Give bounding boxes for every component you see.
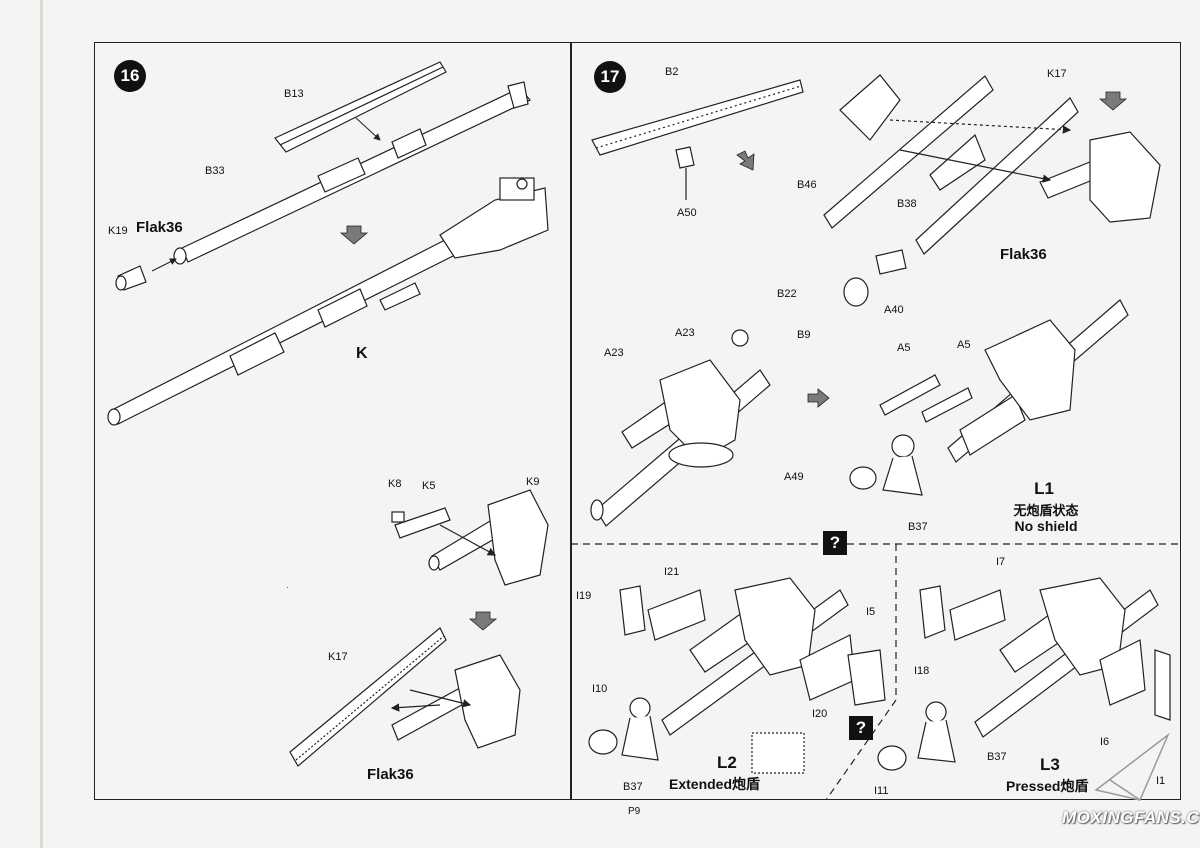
step17-flak36-note: Flak36 [1000, 246, 1047, 263]
l2-code: L2 [717, 753, 737, 772]
watermark-plane-icon [1094, 732, 1170, 801]
step16-arrows [151, 117, 381, 272]
step17-down-arrow [1098, 91, 1128, 111]
option-dividers [571, 543, 1181, 801]
unknown-option-marker-bottom: ? [849, 716, 873, 740]
part-label-a23-left: A23 [604, 347, 624, 359]
watermark-text: MOXINGFANS.COM [1062, 808, 1200, 827]
unknown-option-marker-top: ? [823, 531, 847, 555]
part-label-a40: A40 [884, 304, 904, 316]
page-number: P9 [628, 806, 641, 817]
part-label-k17-step17: K17 [1047, 68, 1067, 80]
l1-caption-en: No shield [1014, 518, 1078, 534]
part-label-a50: A50 [677, 207, 697, 219]
step16-k19-muzzle [115, 265, 147, 291]
part-label-b9: B9 [797, 329, 811, 341]
step17-carriage [823, 74, 1161, 307]
part-label-i19: I19 [576, 590, 592, 602]
part-label-k: K [356, 345, 368, 362]
l3-code: L3 [1040, 755, 1060, 774]
step17-b2-a50 [591, 79, 804, 200]
part-label-i5: I5 [866, 606, 876, 618]
l1-caption-cn: 无炮盾状态 [1013, 503, 1079, 518]
option-l3-assembly [877, 577, 1171, 771]
part-label-a49: A49 [784, 471, 804, 483]
step16-b13-cover [274, 61, 447, 153]
l2-caption: Extended炮盾 [669, 776, 761, 792]
l3-caption: Pressed炮盾 [1006, 778, 1089, 794]
part-label-b22: B22 [777, 288, 797, 300]
part-label-i10: I10 [592, 683, 608, 695]
part-label-b37-l2: B37 [623, 781, 643, 793]
instruction-frame [94, 42, 1181, 800]
part-label-i21: I21 [664, 566, 680, 578]
part-label-i18: I18 [914, 665, 930, 677]
step-16-number: 16 [114, 60, 146, 92]
part-label-b37-step17: B37 [908, 521, 928, 533]
part-label-b38: B38 [897, 198, 917, 210]
step-17-number: 17 [594, 61, 626, 93]
step17-assembled-right [849, 299, 1129, 496]
part-label-k17-step16: K17 [328, 651, 348, 663]
part-label-b13: B13 [284, 88, 304, 100]
part-label-b46: B46 [797, 179, 817, 191]
part-label-a5-right: A5 [957, 339, 971, 351]
step16-down-arrow [339, 225, 369, 245]
step16-down-arrow-2 [468, 611, 498, 631]
part-label-a5-left: A5 [897, 342, 911, 354]
step16-barrel-b33 [173, 81, 531, 265]
part-label-a23-top: A23 [675, 327, 695, 339]
step16-caption: Flak36 [367, 766, 414, 783]
step17-right-arrow [807, 388, 830, 408]
l1-code: L1 [1034, 479, 1054, 498]
part-label-b37-l3: B37 [987, 751, 1007, 763]
step16-k17-rail [289, 627, 521, 767]
step16-stray-mark: · [286, 582, 289, 592]
option-l2-assembly [588, 577, 886, 774]
part-label-i7: I7 [996, 556, 1006, 568]
part-label-i1: I1 [1156, 775, 1166, 787]
part-label-k5: K5 [422, 480, 436, 492]
part-label-b33: B33 [205, 165, 225, 177]
step16-barrel-k [107, 177, 549, 426]
step17-assembled-left [590, 329, 771, 527]
step17-arrow-a [736, 150, 755, 171]
k19-variant-note: Flak36 [136, 219, 183, 236]
page-binding-edge [40, 0, 43, 848]
part-label-k8: K8 [388, 478, 402, 490]
part-label-i20: I20 [812, 708, 828, 720]
step-divider [570, 42, 572, 800]
part-label-i11: I11 [874, 785, 889, 797]
part-label-k19: K19 [108, 225, 128, 237]
part-label-b2: B2 [665, 66, 679, 78]
part-label-i6: I6 [1100, 736, 1110, 748]
step16-breech-assembly [391, 489, 549, 586]
part-label-k9: K9 [526, 476, 540, 488]
